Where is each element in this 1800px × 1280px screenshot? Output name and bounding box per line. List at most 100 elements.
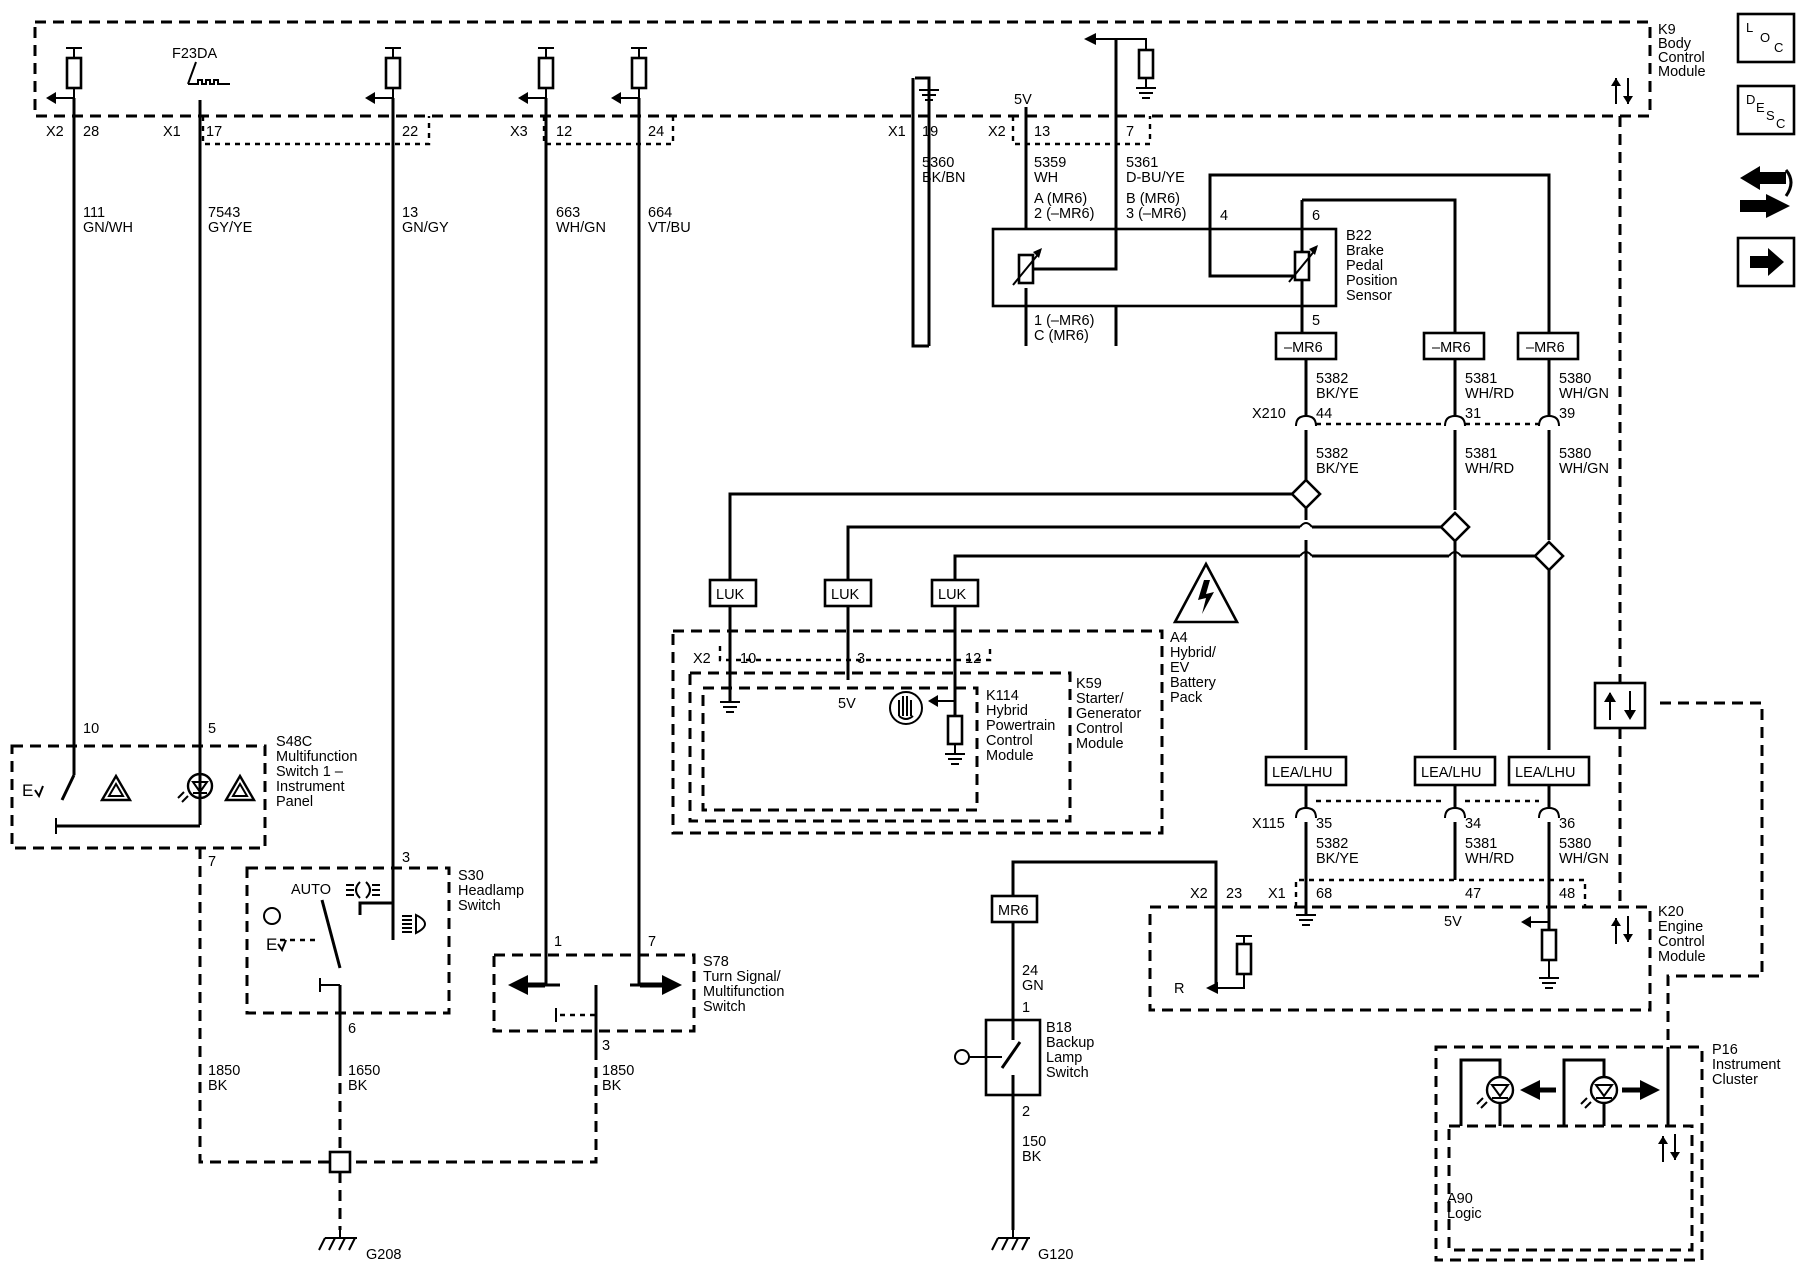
svg-text:2 (–MR6): 2 (–MR6) [1034, 206, 1094, 222]
svg-text:O: O [1760, 30, 1770, 45]
svg-text:Module: Module [1658, 64, 1706, 80]
svg-text:BK: BK [208, 1078, 228, 1094]
svg-text:5382: 5382 [1316, 371, 1348, 387]
svg-text:LEA/LHU: LEA/LHU [1515, 765, 1575, 781]
svg-text:A (MR6): A (MR6) [1034, 191, 1087, 207]
svg-text:D-BU/YE: D-BU/YE [1126, 170, 1185, 186]
svg-text:23: 23 [1226, 886, 1242, 902]
svg-text:5380: 5380 [1559, 371, 1591, 387]
svg-text:LEA/LHU: LEA/LHU [1272, 765, 1332, 781]
svg-text:BK/YE: BK/YE [1316, 851, 1359, 867]
x115-connector: X115 35 34 36 [1252, 799, 1575, 832]
svg-text:111: 111 [83, 205, 105, 221]
k20-serial-data-icon [1611, 916, 1633, 944]
svg-text:Brake: Brake [1346, 243, 1384, 259]
svg-text:Instrument: Instrument [1712, 1057, 1781, 1073]
svg-text:E: E [1756, 100, 1765, 115]
svg-text:Pack: Pack [1170, 690, 1203, 706]
svg-text:BK/YE: BK/YE [1316, 461, 1359, 477]
description-icon[interactable]: D E S C [1736, 84, 1796, 136]
wire-663: 663 WH/GN [544, 98, 606, 985]
svg-text:47: 47 [1465, 886, 1481, 902]
svg-text:4: 4 [1220, 208, 1228, 224]
s48c-title: S48C [276, 734, 312, 750]
svg-text:5382: 5382 [1316, 446, 1348, 462]
k9-output-drivers: F23DA [46, 33, 1156, 346]
next-page-icon[interactable] [1736, 236, 1796, 288]
connector-info-icon[interactable] [1740, 166, 1793, 218]
svg-text:6: 6 [348, 1021, 356, 1037]
svg-text:Powertrain: Powertrain [986, 718, 1055, 734]
svg-text:3: 3 [857, 651, 865, 667]
svg-text:22: 22 [402, 124, 418, 140]
s30-title: S30 [458, 868, 484, 884]
high-voltage-warning-icon [1172, 561, 1240, 624]
svg-text:36: 36 [1559, 816, 1575, 832]
svg-text:5361: 5361 [1126, 155, 1158, 171]
svg-text:LUK: LUK [938, 587, 967, 603]
svg-text:WH/RD: WH/RD [1465, 851, 1514, 867]
svg-text:39: 39 [1559, 406, 1575, 422]
svg-text:Panel: Panel [276, 794, 313, 810]
svg-text:663: 663 [556, 205, 580, 221]
svg-text:E: E [22, 781, 33, 800]
svg-text:WH/RD: WH/RD [1465, 461, 1514, 477]
svg-text:13: 13 [402, 205, 418, 221]
svg-text:664: 664 [648, 205, 672, 221]
svg-text:Control: Control [1658, 934, 1705, 950]
wire-7543: 7543 GY/YE [198, 100, 253, 800]
a4-hybrid-battery-pack: A4 Hybrid/ EV Battery Pack K59 Starter/ … [671, 606, 1217, 835]
svg-text:Battery: Battery [1170, 675, 1217, 691]
svg-text:5360: 5360 [922, 155, 954, 171]
svg-text:5V: 5V [1014, 92, 1032, 108]
svg-text:28: 28 [83, 124, 99, 140]
hazard-indicator-icon [177, 772, 214, 803]
svg-text:X1: X1 [888, 124, 906, 140]
svg-text:BK: BK [602, 1078, 622, 1094]
svg-text:X2: X2 [988, 124, 1006, 140]
fuse-label: F23DA [172, 46, 217, 62]
wire-111: 111 GN/WH [72, 98, 133, 775]
svg-text:150: 150 [1022, 1134, 1046, 1150]
svg-text:X1: X1 [163, 124, 181, 140]
wire-1850-left: 1850 BK [198, 848, 340, 1164]
svg-text:5380: 5380 [1559, 836, 1591, 852]
svg-text:Hybrid: Hybrid [986, 703, 1028, 719]
ev-icon: E [22, 781, 44, 800]
svg-text:5381: 5381 [1465, 836, 1497, 852]
svg-text:2: 2 [1022, 1104, 1030, 1120]
b18-backup-lamp-switch: MR6 B18 Backup Lamp Switch 24 GN 1 2 150… [954, 860, 1218, 1263]
svg-text:AUTO: AUTO [291, 882, 331, 898]
svg-text:Pedal: Pedal [1346, 258, 1383, 274]
b22-title: B22 [1346, 228, 1372, 244]
svg-text:Multifunction: Multifunction [703, 984, 784, 1000]
svg-text:Engine: Engine [1658, 919, 1703, 935]
svg-text:7543: 7543 [208, 205, 240, 221]
svg-text:Control: Control [1076, 721, 1123, 737]
svg-text:6: 6 [1312, 208, 1320, 224]
wire-13: 13 GN/GY [391, 98, 449, 903]
location-icon[interactable]: L O C [1736, 12, 1796, 64]
svg-text:WH/GN: WH/GN [556, 220, 606, 236]
svg-text:Switch: Switch [458, 898, 501, 914]
svg-text:34: 34 [1465, 816, 1481, 832]
signal-splices [728, 478, 1565, 593]
svg-text:Switch 1 –: Switch 1 – [276, 764, 344, 780]
sensor-signal-wires [1208, 173, 1551, 333]
svg-text:–MR6: –MR6 [1284, 340, 1323, 356]
svg-text:5V: 5V [1444, 914, 1462, 930]
wire-5382: 5382 BK/YE 5382 BK/YE 5382 BK/YE [1304, 359, 1359, 915]
svg-text:C (MR6): C (MR6) [1034, 328, 1089, 344]
svg-text:Switch: Switch [703, 999, 746, 1015]
svg-text:C: C [1776, 116, 1785, 131]
svg-text:5382: 5382 [1316, 836, 1348, 852]
auto-light-sensor-icon: E [263, 907, 287, 954]
p16-title: P16 [1712, 1042, 1738, 1058]
svg-text:3: 3 [402, 850, 410, 866]
bidirectional-data-icon [1604, 691, 1636, 720]
svg-text:X210: X210 [1252, 406, 1286, 422]
svg-text:10: 10 [740, 651, 756, 667]
svg-text:X1: X1 [1268, 886, 1286, 902]
svg-text:12: 12 [556, 124, 572, 140]
s78-turn-signal-switch: S78 Turn Signal/ Multifunction Switch 1 … [350, 934, 784, 1164]
